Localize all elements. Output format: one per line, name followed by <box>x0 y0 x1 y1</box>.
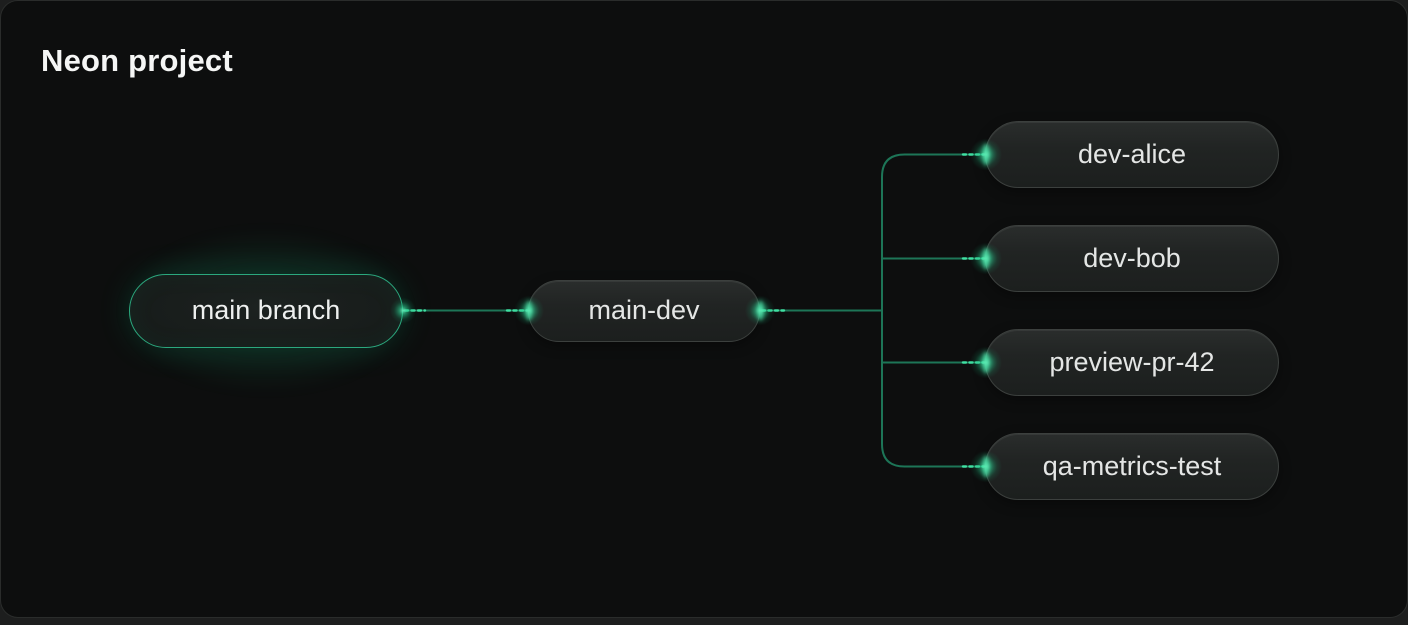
node-main-branch[interactable]: main branch <box>129 273 403 348</box>
node-preview-pr-42[interactable]: preview-pr-42 <box>985 329 1279 396</box>
node-dev-bob[interactable]: dev-bob <box>985 225 1279 292</box>
node-label: preview-pr-42 <box>1049 347 1215 377</box>
node-label: qa-metrics-test <box>1042 451 1222 481</box>
node-label: dev-bob <box>1083 243 1181 273</box>
node-label: main-dev <box>588 295 700 325</box>
node-qa-metrics-test[interactable]: qa-metrics-test <box>985 433 1279 500</box>
node-main-dev[interactable]: main-dev <box>528 279 760 342</box>
node-label: main branch <box>191 295 341 325</box>
node-label: dev-alice <box>1077 139 1187 169</box>
card-title: Neon project <box>41 43 233 78</box>
node-dev-alice[interactable]: dev-alice <box>985 121 1279 188</box>
